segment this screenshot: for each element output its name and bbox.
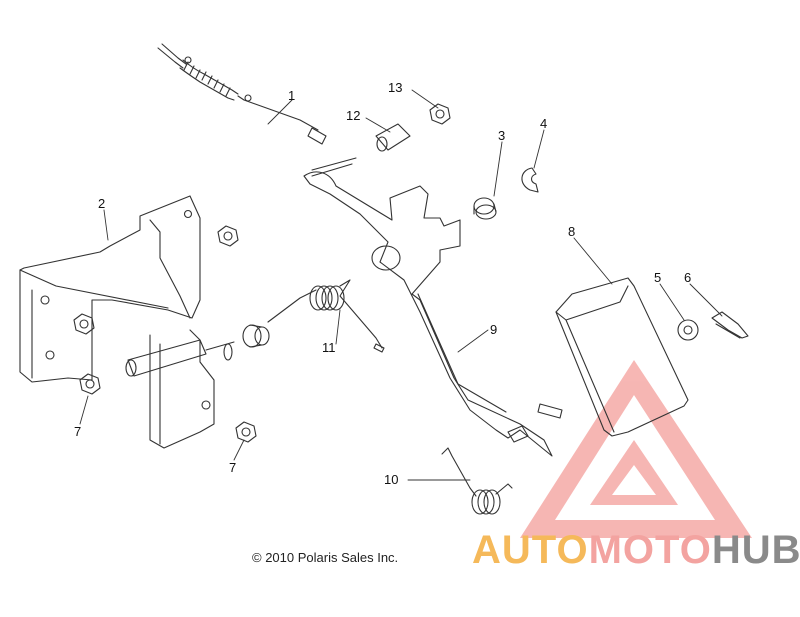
torsion-spring [267,279,385,353]
mounting-bracket [19,195,215,449]
callout-4: 4 [540,116,547,131]
e-clip [521,167,539,193]
callout-3: 3 [498,128,505,143]
washer [677,319,699,341]
throttle-cable [157,43,327,145]
sleeve [375,123,411,152]
callout-6: 6 [684,270,691,285]
watermark-part-hub: HUB [711,528,800,572]
watermark-brand: AUTOMOTOHUB [472,528,800,573]
callout-8: 8 [568,224,575,239]
watermark-part-moto: MOTO [588,528,712,572]
watermark-triangle-logo [520,360,752,538]
callout-2: 2 [98,196,105,211]
flange-nut [73,313,95,335]
flanged-bushing [473,197,497,220]
leader-lines [79,89,723,481]
callout-11: 11 [322,340,336,355]
callout-7b: 7 [229,460,236,475]
callout-10: 10 [384,472,398,487]
pedal-pad [555,277,689,437]
pivot-shaft [125,339,235,377]
callout-5: 5 [654,270,661,285]
callout-13: 13 [388,80,402,95]
flange-nut [79,373,101,395]
cotter-pin [711,311,749,339]
callout-9: 9 [490,322,497,337]
callout-7a: 7 [74,424,81,439]
return-spring [441,447,513,515]
callout-12: 12 [346,108,360,123]
flange-nut [217,225,239,247]
bushing [242,324,270,348]
lock-nut [429,103,451,125]
flange-nut [235,421,257,443]
callout-labels: 1 2 3 4 5 6 7 7 8 9 10 11 12 13 [74,80,691,487]
watermark-part-auto: AUTO [472,528,589,572]
callout-1: 1 [288,88,295,103]
copyright-notice: © 2010 Polaris Sales Inc. [252,550,399,565]
pedal-arm [303,157,563,457]
